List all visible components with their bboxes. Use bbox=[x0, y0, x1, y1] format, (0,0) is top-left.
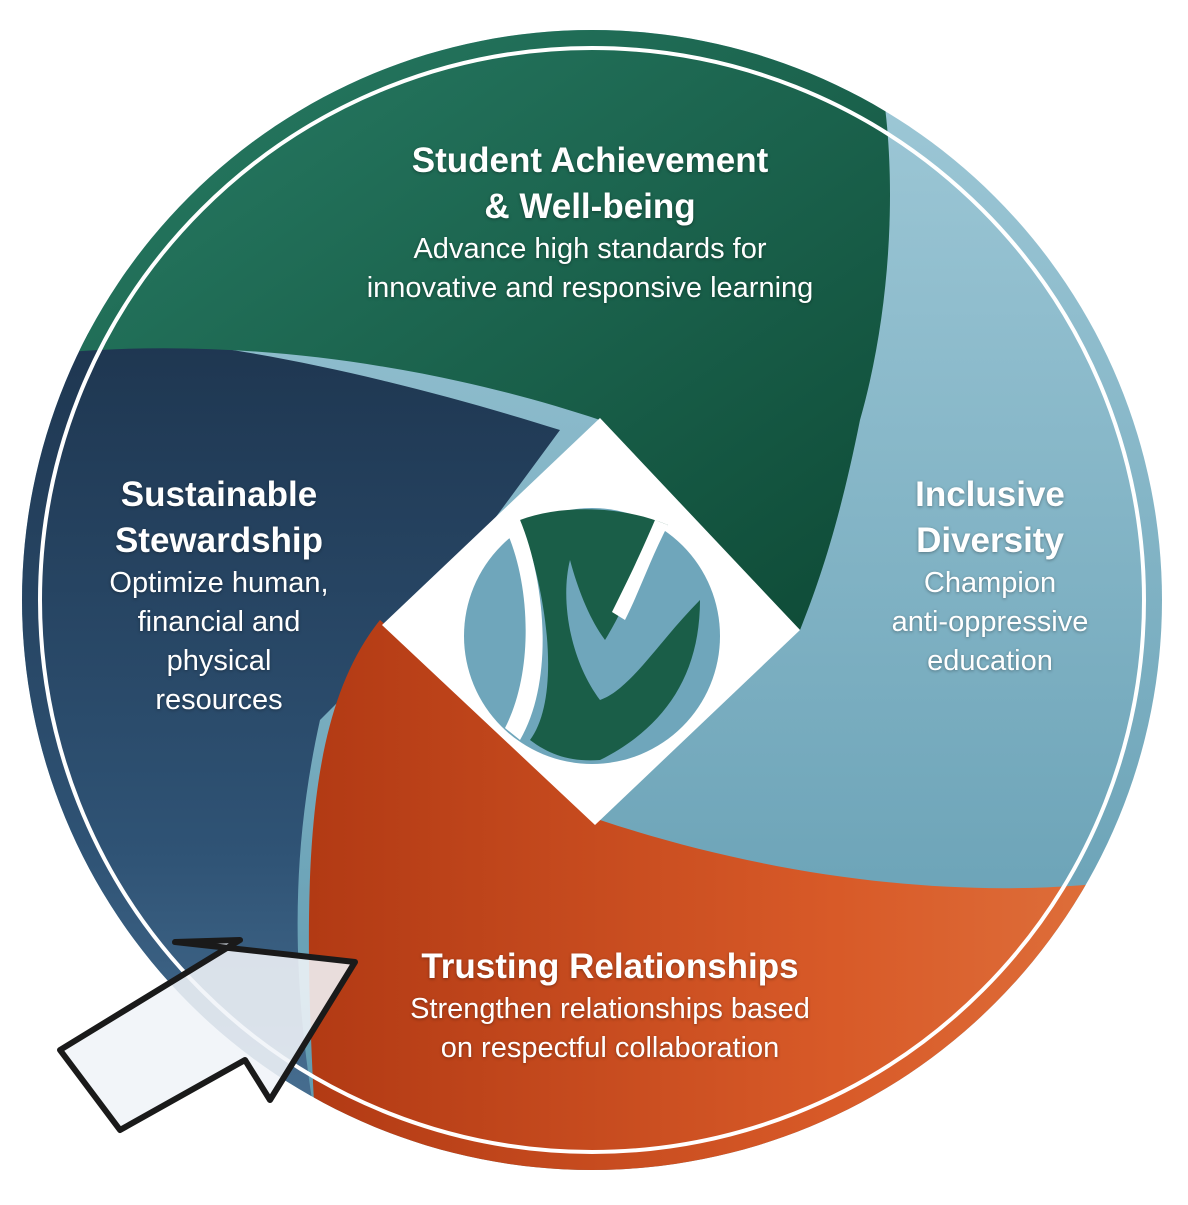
student-achievement-title-line1: Student Achievement bbox=[411, 141, 769, 180]
inclusive-diversity-desc-line2: anti-oppressive bbox=[891, 606, 1089, 638]
trusting-relationships-label: Trusting Relationships Strengthen relati… bbox=[360, 944, 860, 1068]
inclusive-diversity-title-line2: Diversity bbox=[916, 521, 1064, 560]
trusting-relationships-title: Trusting Relationships bbox=[421, 947, 799, 986]
sustainable-stewardship-title-line1: Sustainable bbox=[120, 475, 318, 514]
sustainable-stewardship-desc-line1: Optimize human, bbox=[109, 567, 329, 599]
student-achievement-label: Student Achievement & Well-being Advance… bbox=[330, 138, 850, 308]
student-achievement-desc-line2: innovative and responsive learning bbox=[366, 272, 814, 304]
arrow-pointer-icon bbox=[57, 937, 358, 1133]
sustainable-stewardship-desc-line3: physical bbox=[166, 645, 272, 677]
inclusive-diversity-title-line1: Inclusive bbox=[915, 475, 1065, 514]
inclusive-diversity-desc-line3: education bbox=[927, 645, 1053, 677]
student-achievement-desc-line1: Advance high standards for bbox=[413, 233, 767, 265]
inclusive-diversity-desc-line1: Champion bbox=[923, 567, 1057, 599]
trusting-relationships-desc-line2: on respectful collaboration bbox=[440, 1032, 780, 1064]
leaf-logo-icon bbox=[464, 508, 720, 764]
inclusive-diversity-label: Inclusive Diversity Champion anti-oppres… bbox=[880, 472, 1100, 681]
trusting-relationships-desc-line1: Strengthen relationships based bbox=[410, 993, 810, 1025]
inner-ring bbox=[38, 46, 1146, 1154]
student-achievement-title-line2: & Well-being bbox=[484, 187, 696, 226]
sustainable-stewardship-desc-line4: resources bbox=[155, 684, 283, 716]
sustainable-stewardship-label: Sustainable Stewardship Optimize human, … bbox=[88, 472, 350, 720]
sustainable-stewardship-title-line2: Stewardship bbox=[114, 521, 324, 560]
sustainable-stewardship-desc-line2: financial and bbox=[137, 606, 301, 638]
